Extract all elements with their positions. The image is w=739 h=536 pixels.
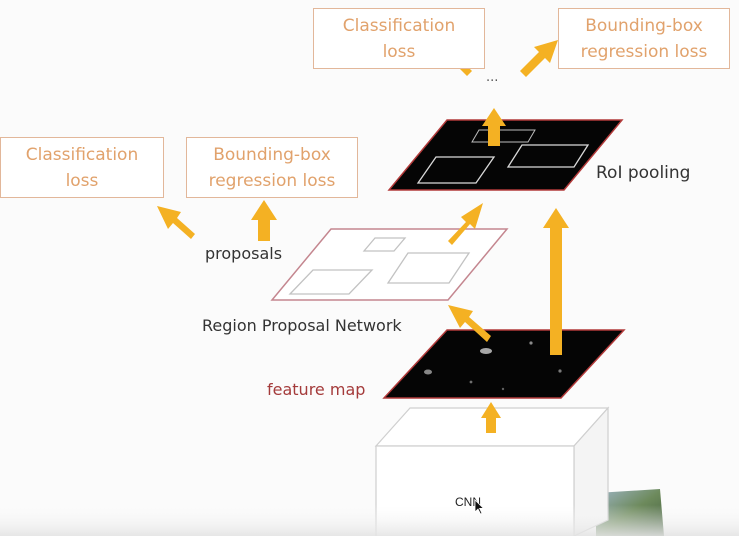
- feature-map-label: feature map: [267, 380, 366, 399]
- arrow-to-upper-bbox-regression: [520, 40, 558, 77]
- proposals-plane: [270, 228, 509, 301]
- upper-classification-loss-box: Classification loss: [313, 8, 485, 69]
- lower-bbox-regression-loss-text: Bounding-box regression loss: [208, 144, 336, 191]
- bottom-fade: [0, 505, 739, 536]
- lower-classification-loss-box: Classification loss: [0, 137, 164, 198]
- roi-pooling-label: RoI pooling: [596, 163, 691, 183]
- arrow-proposals-to-roi: [448, 203, 483, 245]
- lower-bbox-regression-loss-box: Bounding-box regression loss: [186, 137, 358, 198]
- arrow-to-lower-classification: [157, 206, 195, 239]
- cnn-label: CNN: [455, 495, 481, 509]
- lower-classification-loss-text: Classification loss: [25, 144, 139, 191]
- flow-arrows: [157, 40, 569, 433]
- arrow-cnn-to-feature-map: [481, 402, 501, 433]
- feature-map-plane: [382, 329, 626, 399]
- arrow-feature-map-to-roi: [543, 208, 569, 355]
- upper-classification-loss-text: Classification loss: [342, 15, 456, 62]
- ellipsis-label: ...: [486, 70, 499, 85]
- proposal-box: [288, 269, 374, 295]
- arrow-roi-to-heads: [482, 108, 506, 146]
- roi-pooling-plane: [387, 119, 624, 191]
- proposal-box: [386, 252, 471, 284]
- mouse-cursor-icon: [474, 499, 484, 515]
- rpn-label: Region Proposal Network: [202, 316, 402, 335]
- proposals-label: proposals: [205, 244, 283, 263]
- arrow-to-lower-bbox-regression: [251, 200, 277, 241]
- arrow-feature-map-to-rpn: [448, 305, 491, 342]
- proposal-box: [362, 237, 407, 252]
- upper-bbox-regression-loss-box: Bounding-box regression loss: [558, 8, 730, 69]
- upper-bbox-regression-loss-text: Bounding-box regression loss: [580, 15, 708, 62]
